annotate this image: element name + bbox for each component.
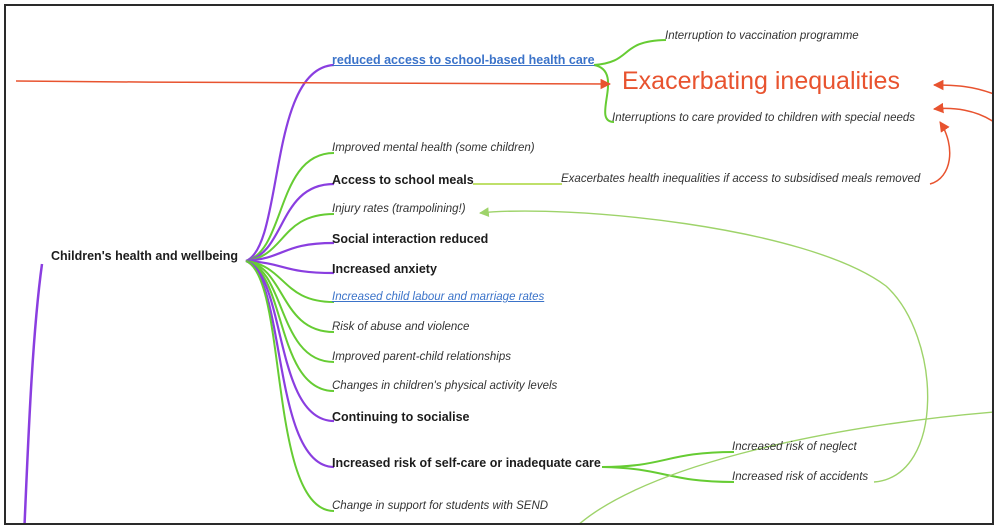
- branch-self-care[interactable]: Increased risk of self-care or inadequat…: [332, 456, 601, 470]
- branch-school-meals[interactable]: Access to school meals: [332, 173, 474, 187]
- edge-abuse: [245, 260, 335, 333]
- edge-special-needs: [593, 64, 615, 123]
- edge-vaccination: [593, 39, 667, 66]
- link-offscreen-to-send: [579, 411, 992, 523]
- branch-injury-rates[interactable]: Injury rates (trampolining!): [332, 203, 466, 215]
- branch-anxiety[interactable]: Increased anxiety: [332, 262, 437, 276]
- leaf-vaccination[interactable]: Interruption to vaccination programme: [665, 30, 859, 42]
- branch-mental-health[interactable]: Improved mental health (some children): [332, 142, 535, 154]
- branch-school-health-link[interactable]: reduced access to school-based health ca…: [332, 53, 595, 67]
- root-node[interactable]: Children's health and wellbeing: [51, 249, 239, 263]
- arrow-right-to-special-needs: [932, 102, 992, 122]
- leaf-special-needs[interactable]: Interruptions to care provided to childr…: [612, 112, 916, 124]
- edge-school-meals: [245, 182, 335, 263]
- edge-injury: [245, 213, 335, 262]
- arrow-right-to-hub: [932, 79, 992, 95]
- hub-node-exacerbating-inequalities[interactable]: Exacerbating inequalities: [622, 67, 900, 95]
- leaf-accidents[interactable]: Increased risk of accidents: [732, 471, 869, 483]
- edge-neglect: [601, 451, 735, 468]
- branch-physical-activity[interactable]: Changes in children's physical activity …: [332, 380, 558, 392]
- branch-socialise[interactable]: Continuing to socialise: [332, 410, 470, 424]
- edge-socialise: [245, 259, 335, 423]
- mindmap-connectors: [15, 39, 992, 523]
- edge-social-interaction: [245, 241, 335, 263]
- branch-social-interaction[interactable]: Social interaction reduced: [332, 232, 489, 246]
- link-accidents-to-injury: [479, 207, 929, 483]
- leaf-meals-inequalities[interactable]: Exacerbates health inequalities if acces…: [561, 173, 921, 185]
- branch-child-labour-link[interactable]: Increased child labour and marriage rate…: [332, 291, 545, 303]
- edge-accidents: [601, 466, 735, 483]
- edge-child-labour: [245, 260, 335, 303]
- arrow-left-to-hub: [15, 78, 612, 90]
- edge-parent-child: [245, 260, 335, 363]
- branch-parent-child[interactable]: Improved parent-child relationships: [332, 351, 511, 363]
- edge-send: [245, 260, 335, 512]
- edge-anxiety: [245, 259, 335, 275]
- edge-school-health: [245, 63, 335, 263]
- branch-send[interactable]: Change in support for students with SEND: [332, 500, 549, 512]
- edge-mental-health: [245, 152, 335, 262]
- leaf-neglect[interactable]: Increased risk of neglect: [732, 441, 857, 453]
- edge-root-trunk: [23, 263, 44, 523]
- mindmap-canvas: Children's health and wellbeing Exacerba…: [4, 4, 994, 525]
- branch-abuse[interactable]: Risk of abuse and violence: [332, 321, 470, 333]
- edge-self-care: [245, 259, 335, 469]
- arrow-meals-to-special-needs: [929, 121, 951, 185]
